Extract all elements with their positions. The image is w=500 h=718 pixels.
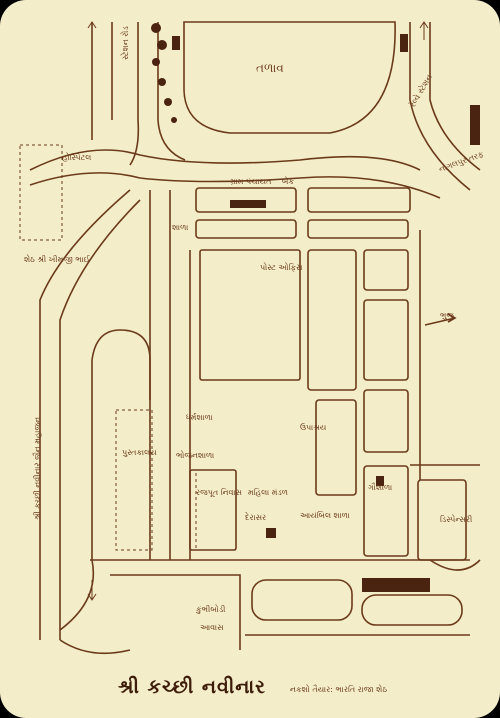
block-12 xyxy=(251,579,353,621)
east-road xyxy=(429,559,481,571)
bhojanshala-label: ભોજનશાળા xyxy=(176,450,214,460)
block-9 xyxy=(315,399,357,496)
upashray-label: ઉપાશ્રય xyxy=(300,422,327,432)
north-left-arrow xyxy=(87,21,97,40)
bottom-left-label: કુંભીબોડી xyxy=(195,604,225,614)
post-office-label: પોસ્ટ ઓફિસ xyxy=(260,262,303,272)
map-title: શ્રી કચ્છી નવીનાર xyxy=(118,676,266,698)
main-road-b xyxy=(157,22,186,161)
block-6 xyxy=(363,249,409,291)
temple-label: દેરાસર xyxy=(245,512,267,522)
south-arrow xyxy=(87,580,97,601)
tree xyxy=(157,40,167,50)
block-14 xyxy=(189,469,237,551)
tree xyxy=(171,117,177,123)
tree xyxy=(151,23,161,33)
left-diagonal-road xyxy=(39,189,131,640)
dharamshala-label: ધર્મશાળા xyxy=(186,412,213,422)
right-bottom-label: ડિસ્પેન્સરી xyxy=(440,514,472,524)
block-13 xyxy=(361,594,463,626)
tree xyxy=(164,98,172,106)
inner-loop-road-2 xyxy=(59,360,95,631)
top-curve-road-2 xyxy=(29,172,441,199)
tower-building xyxy=(400,34,408,52)
panchayat-label: ગ્રામ પંચાયત xyxy=(230,176,271,186)
mahila-mandal-label: મહિલા મંડળ xyxy=(248,487,288,497)
right-building-small xyxy=(376,476,384,486)
left-building-dash xyxy=(115,409,153,551)
bottom-road-3 xyxy=(59,639,131,655)
block-1 xyxy=(195,187,297,213)
block-2 xyxy=(307,187,411,213)
temple-building xyxy=(266,528,276,538)
right-diagonal-road-2 xyxy=(429,22,481,171)
left-panel-label: શેઠ શ્રી ખીમજી ભાઈ xyxy=(24,254,91,264)
block-5 xyxy=(307,249,357,391)
main-road-a xyxy=(129,22,140,166)
block-10 xyxy=(363,465,409,557)
top-curve-road xyxy=(29,149,421,171)
bottom-right-building xyxy=(362,578,430,592)
bank-label: બેંક xyxy=(282,175,294,186)
station-road-label: સ્ટેશન રોડ xyxy=(120,26,130,60)
hospital-label: હોસ્પિટલ xyxy=(62,152,91,162)
block-3 xyxy=(195,219,297,239)
east-arrow-label: ભુજ xyxy=(440,311,454,320)
tree xyxy=(158,78,166,86)
east-arrow xyxy=(424,313,457,326)
top-left-building xyxy=(172,36,180,50)
left-panel-dash xyxy=(19,144,63,241)
rajput-niwas-label: રજપૂત નિવાસ xyxy=(196,488,242,498)
left-side-note: શ્રી કચ્છી નવીનાર જૈન મહાજન xyxy=(32,417,42,520)
ayambil-label: આયંબિલ શાળા xyxy=(300,510,350,520)
map-credit: નકશો તૈયાર: ભારતિ રાજા શેઠ xyxy=(290,685,388,694)
block-7 xyxy=(363,299,409,381)
gaushala-label: ગૌશાળા xyxy=(368,482,392,492)
lake-outline xyxy=(183,21,396,134)
bottom-road-2 xyxy=(110,574,241,650)
left-diagonal-road-2 xyxy=(59,199,141,640)
block-4 xyxy=(307,219,409,239)
bottom-left-label-2: આવાસ xyxy=(200,623,224,632)
north-right-arrow xyxy=(419,21,429,40)
block-8 xyxy=(363,389,409,453)
inner-loop-road xyxy=(91,329,151,400)
school-label: શાળા xyxy=(172,223,188,232)
right-diagonal-road xyxy=(409,22,471,191)
block-15 xyxy=(199,249,301,381)
panchayat-building xyxy=(230,200,266,208)
tree xyxy=(152,58,160,66)
center-building-dash xyxy=(195,469,237,551)
library-label: પુસ્તકાલય xyxy=(122,448,157,457)
lake-label: તળાવ xyxy=(256,61,284,75)
right-top-building xyxy=(470,105,480,145)
